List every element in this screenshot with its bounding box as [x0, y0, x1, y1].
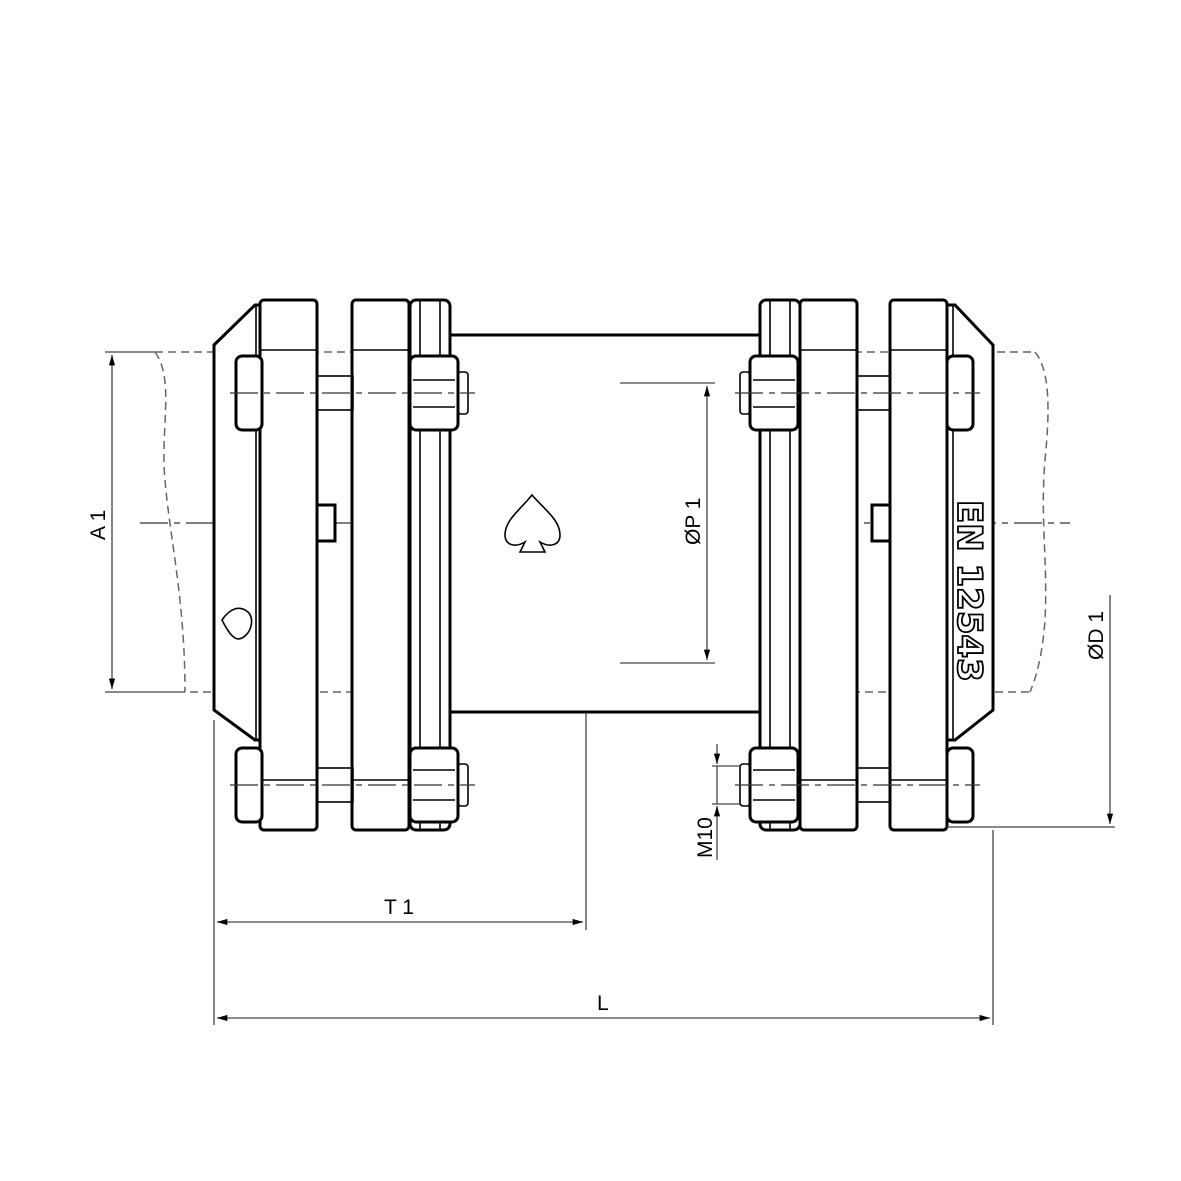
right-bottom-bolt — [735, 746, 980, 824]
right-flange-inner — [758, 298, 859, 832]
heart-icon — [221, 607, 253, 640]
spade-icon — [504, 493, 561, 553]
embossed-standard-text: EN 12543 — [949, 500, 989, 682]
label-a1: A 1 — [87, 510, 110, 540]
left-flange-inner — [350, 298, 452, 832]
right-spacer-block — [870, 503, 892, 543]
dimension-m10 — [712, 744, 740, 860]
dimension-t1 — [213, 720, 583, 1025]
label-d1: ØD 1 — [1085, 611, 1108, 660]
central-sleeve — [448, 333, 762, 714]
label-l: L — [597, 992, 609, 1015]
left-top-bolt — [230, 354, 475, 432]
left-spacer-block — [315, 503, 337, 543]
left-flange-outer — [258, 298, 319, 832]
dimension-d1 — [945, 595, 1115, 828]
dimension-l — [216, 830, 994, 1025]
dimension-p1 — [620, 382, 715, 664]
label-m10: M10 — [694, 817, 717, 858]
left-bottom-bolt — [230, 746, 475, 824]
label-t1: T 1 — [384, 896, 414, 919]
label-p1: ØP 1 — [682, 498, 705, 545]
right-flange-outer — [888, 298, 949, 832]
dimension-a1 — [105, 351, 185, 693]
right-top-bolt — [735, 354, 980, 432]
